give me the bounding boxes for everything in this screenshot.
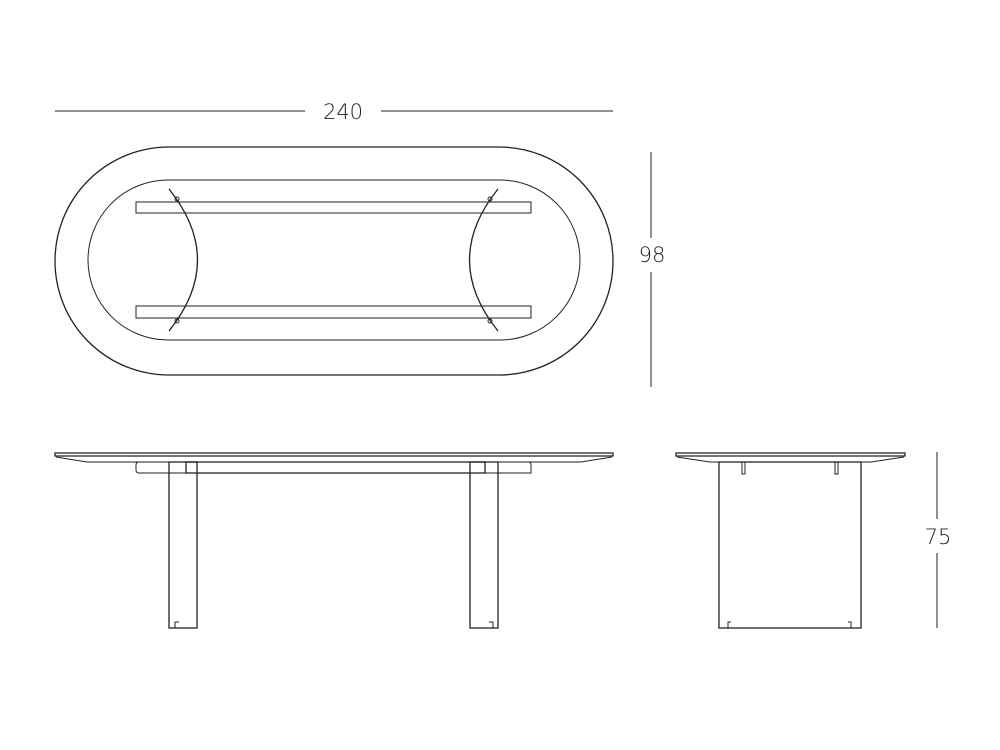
- tabletop-inner-outline: [87, 179, 581, 341]
- side-view: [54, 452, 614, 629]
- tabletop-side: [54, 452, 614, 457]
- right-leg-arc: [469, 188, 499, 332]
- tabletop-bevel: [55, 456, 613, 463]
- top-rail: [135, 201, 532, 214]
- fixing-point: [174, 318, 180, 324]
- end-view: [675, 452, 906, 629]
- apron: [135, 461, 532, 474]
- left-leg-arc: [168, 188, 198, 332]
- foot-glide: [489, 621, 494, 628]
- foot-glide: [848, 621, 852, 628]
- height-label: 75: [925, 525, 952, 549]
- tabletop-bevel: [676, 456, 905, 463]
- tabletop-outline: [54, 146, 614, 376]
- width-label: 98: [639, 243, 666, 267]
- beam: [185, 461, 486, 474]
- tabletop-end: [675, 452, 906, 457]
- right-leg: [469, 461, 499, 629]
- fixing-point: [487, 196, 493, 202]
- bottom-rail: [135, 305, 532, 319]
- width-dimension: 98: [639, 152, 666, 387]
- leg-panel: [718, 461, 862, 629]
- foot-glide: [727, 621, 731, 628]
- top-view: [54, 146, 614, 376]
- fixing-point: [487, 318, 493, 324]
- length-label: 240: [323, 100, 363, 124]
- foot-glide: [174, 621, 179, 628]
- left-leg: [168, 461, 198, 629]
- height-dimension: 75: [925, 452, 952, 628]
- length-dimension: 240: [55, 100, 613, 124]
- bracket: [834, 461, 839, 475]
- bracket: [741, 461, 746, 475]
- fixing-point: [174, 196, 180, 202]
